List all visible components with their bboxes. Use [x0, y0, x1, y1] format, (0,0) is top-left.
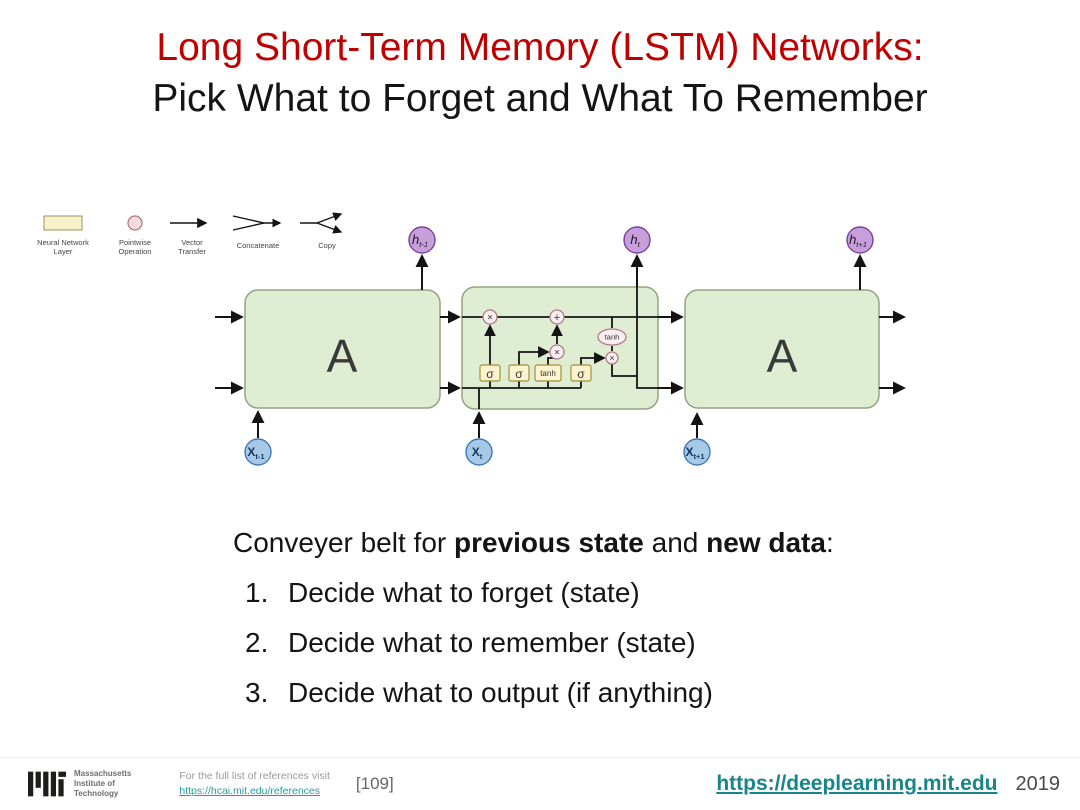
connection-arrows — [215, 254, 906, 438]
block-right-label: A — [767, 330, 798, 382]
output-route — [611, 364, 637, 377]
input-mul-op: × — [554, 348, 560, 359]
mit-institution-text: Massachusetts Institute of Technology — [74, 769, 132, 798]
legend-pointwise-label-2: Operation — [119, 247, 152, 256]
legend-vector-label-2: Transfer — [178, 247, 206, 256]
references-label: For the full list of references visit — [179, 770, 330, 783]
body-text: Conveyer belt for previous state and new… — [233, 527, 893, 709]
mit-wordmark: Massachusetts Institute of Technology — [28, 769, 131, 799]
input-gate-line — [518, 346, 550, 365]
lead-text-2: and — [643, 527, 707, 558]
output-gate-label: σ — [577, 367, 585, 381]
output-mul-op: × — [609, 353, 614, 363]
lead-sentence: Conveyer belt for previous state and new… — [233, 527, 893, 559]
list-item-text: Decide what to remember (state) — [288, 627, 696, 658]
lstm-diagram: Neural Network Layer Pointwise Operation… — [37, 212, 906, 466]
rnn-block-left — [244, 289, 441, 409]
x-next-node-label: Xt+1 — [685, 445, 704, 461]
list-item-number: 2. — [245, 627, 269, 658]
numbered-list: 1. Decide what to forget (state) 2. Deci… — [233, 577, 893, 709]
input-gate-label: σ — [515, 367, 523, 381]
references-block: For the full list of references visit ht… — [179, 769, 330, 798]
slide-title: Long Short-Term Memory (LSTM) Networks: … — [0, 22, 1080, 125]
h-t-node-label: ht — [630, 232, 640, 249]
output-tanh-op: tanh — [605, 333, 620, 342]
legend-vector-label: Vector — [181, 238, 203, 247]
legend-nn-layer-label: Neural Network — [37, 238, 89, 247]
list-item-number: 3. — [245, 677, 269, 708]
h-next-node-label: ht+1 — [849, 232, 867, 249]
x-t-node-label: Xt — [472, 445, 483, 461]
h-prev-node-label: ht-1 — [412, 232, 428, 249]
forget-mul-op: × — [487, 313, 493, 324]
list-item-text: Decide what to forget (state) — [288, 577, 640, 608]
legend-copy-label: Copy — [318, 241, 336, 250]
lead-text-3: : — [825, 527, 834, 558]
gate-boxes: σ σ tanh σ — [479, 364, 592, 382]
legend-concatenate-icon — [232, 215, 265, 231]
year-label: 2019 — [1015, 772, 1061, 795]
page-number: [109] — [355, 774, 394, 793]
references-link[interactable]: https://hcai.mit.edu/references — [179, 785, 321, 797]
legend-copy-arrow-up — [316, 212, 343, 224]
lead-bold-new-data: new data — [706, 527, 826, 558]
legend-nn-layer-label-2: Layer — [54, 247, 73, 256]
legend-pointwise-label: Pointwise — [119, 238, 151, 247]
list-item: 1. Decide what to forget (state) — [245, 577, 893, 609]
candidate-gate-label: tanh — [540, 369, 556, 378]
input-nodes: Xt-1 Xt Xt+1 — [244, 438, 711, 466]
forget-gate-label: σ — [486, 367, 494, 381]
deeplearning-site-link[interactable]: https://deeplearning.mit.edu — [716, 772, 998, 795]
title-line-1: Long Short-Term Memory (LSTM) Networks: — [156, 26, 924, 69]
rnn-block-right — [684, 289, 880, 409]
legend-nn-layer-swatch — [43, 215, 83, 231]
list-item-text: Decide what to output (if anything) — [288, 677, 713, 708]
block-left-label: A — [327, 330, 358, 382]
pointwise-ops: × + × tanh × — [482, 309, 627, 365]
x-prev-node-label: Xt-1 — [247, 445, 264, 461]
legend: Neural Network Layer Pointwise Operation… — [37, 212, 343, 256]
footer: Massachusetts Institute of Technology Fo… — [0, 757, 1080, 810]
list-item-number: 1. — [245, 577, 269, 608]
lead-text-1: Conveyer belt for — [233, 527, 454, 558]
legend-concatenate-label: Concatenate — [237, 241, 280, 250]
list-item: 2. Decide what to remember (state) — [245, 627, 893, 659]
title-line-2: Pick What to Forget and What To Remember — [152, 77, 928, 121]
legend-pointwise-swatch — [127, 215, 143, 231]
output-right-branch — [636, 376, 658, 389]
mit-logo — [28, 771, 66, 797]
hidden-state-nodes: ht-1 ht ht+1 — [408, 226, 874, 254]
list-item: 3. Decide what to output (if anything) — [245, 677, 893, 709]
cell-add-op: + — [554, 312, 560, 324]
lead-bold-previous-state: previous state — [454, 527, 644, 558]
output-gate-line — [580, 352, 606, 365]
legend-copy-arrow-down — [316, 222, 343, 234]
